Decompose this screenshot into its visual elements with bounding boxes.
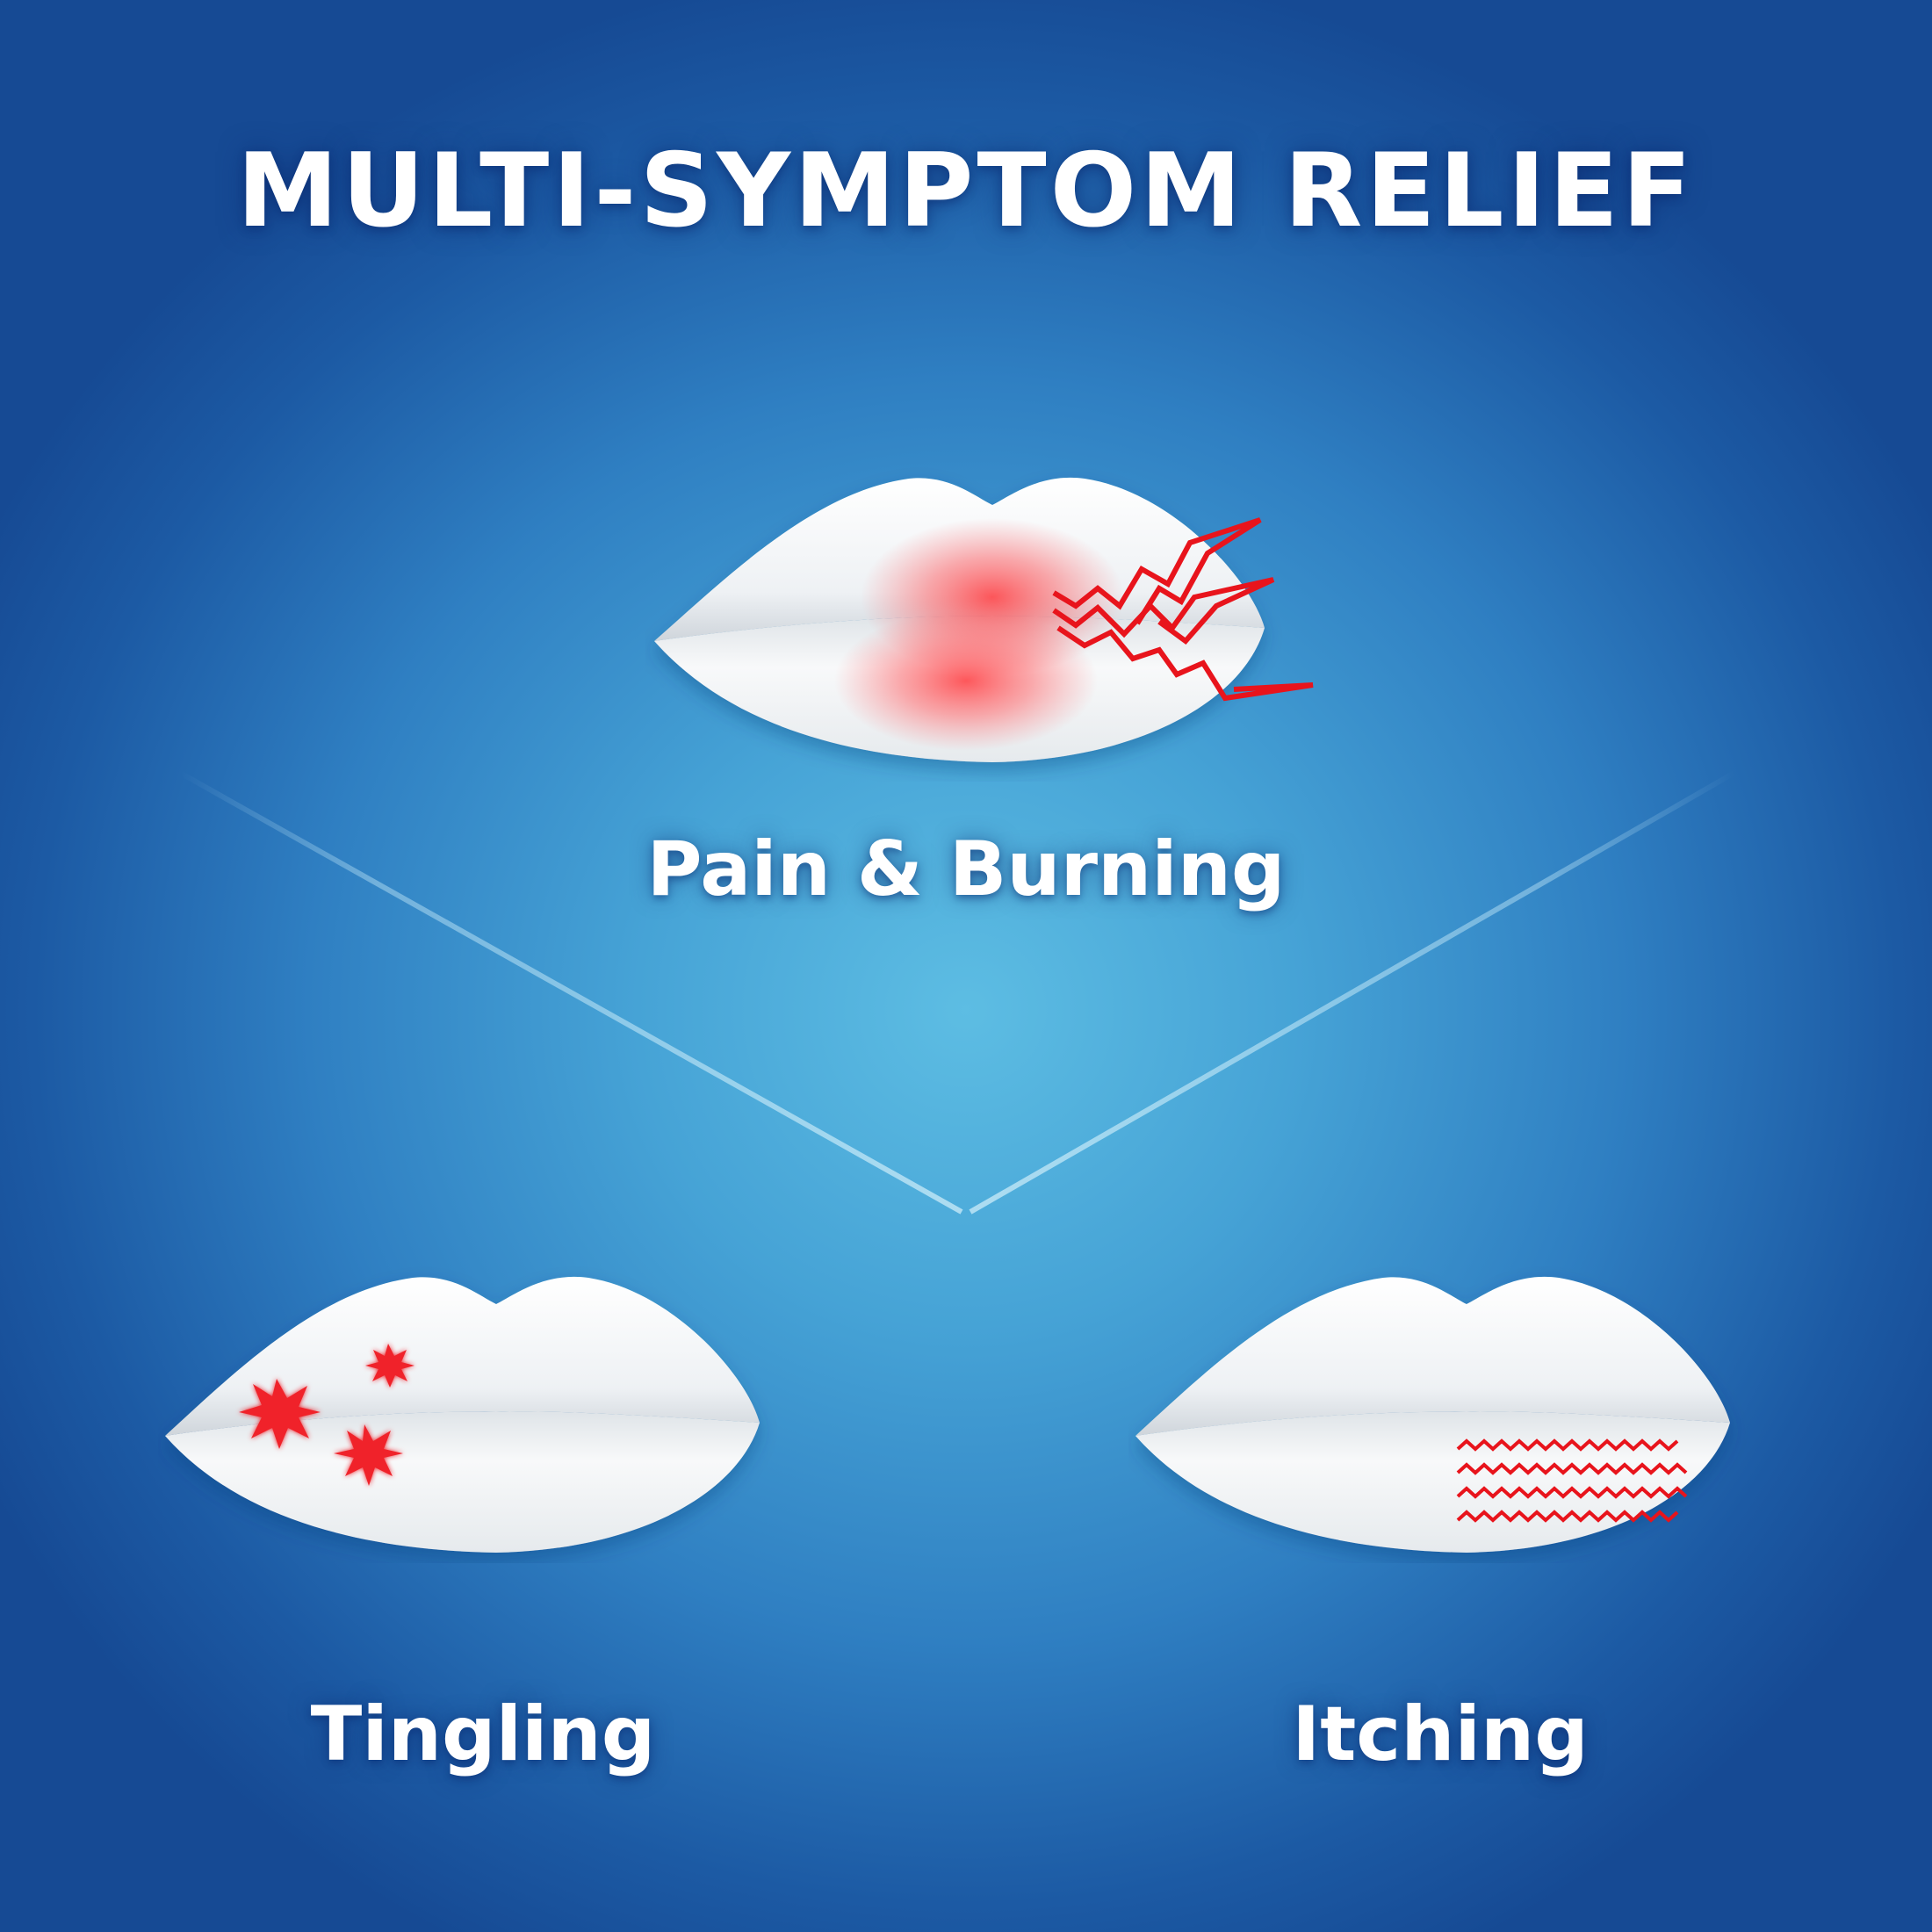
tingle-star-large bbox=[239, 1379, 321, 1449]
itch-zigzag-row bbox=[1456, 1486, 1688, 1499]
label-itching: Itching bbox=[1292, 1690, 1589, 1778]
itch-zigzag-row bbox=[1456, 1438, 1679, 1452]
tingle-star-medium bbox=[334, 1424, 403, 1486]
zigzag-3 bbox=[1056, 625, 1314, 702]
lips-tingling-icon bbox=[165, 1276, 760, 1553]
divider-left bbox=[178, 770, 963, 1215]
label-pain-burning: Pain & Burning bbox=[646, 825, 1286, 913]
lips-burning-icon bbox=[654, 477, 1314, 762]
zigzag-1 bbox=[1052, 517, 1262, 625]
divider-right bbox=[969, 770, 1736, 1215]
lips-itching-icon bbox=[1135, 1276, 1730, 1553]
page-title: MULTI-SYMPTOM RELIEF bbox=[236, 132, 1696, 250]
label-tingling: Tingling bbox=[310, 1690, 656, 1778]
itch-zigzag-row bbox=[1456, 1510, 1679, 1523]
itch-zigzag-row bbox=[1456, 1462, 1688, 1475]
zigzag-2 bbox=[1052, 577, 1275, 645]
tingle-star-small bbox=[365, 1344, 415, 1388]
itch-zigzags bbox=[1456, 1438, 1688, 1523]
